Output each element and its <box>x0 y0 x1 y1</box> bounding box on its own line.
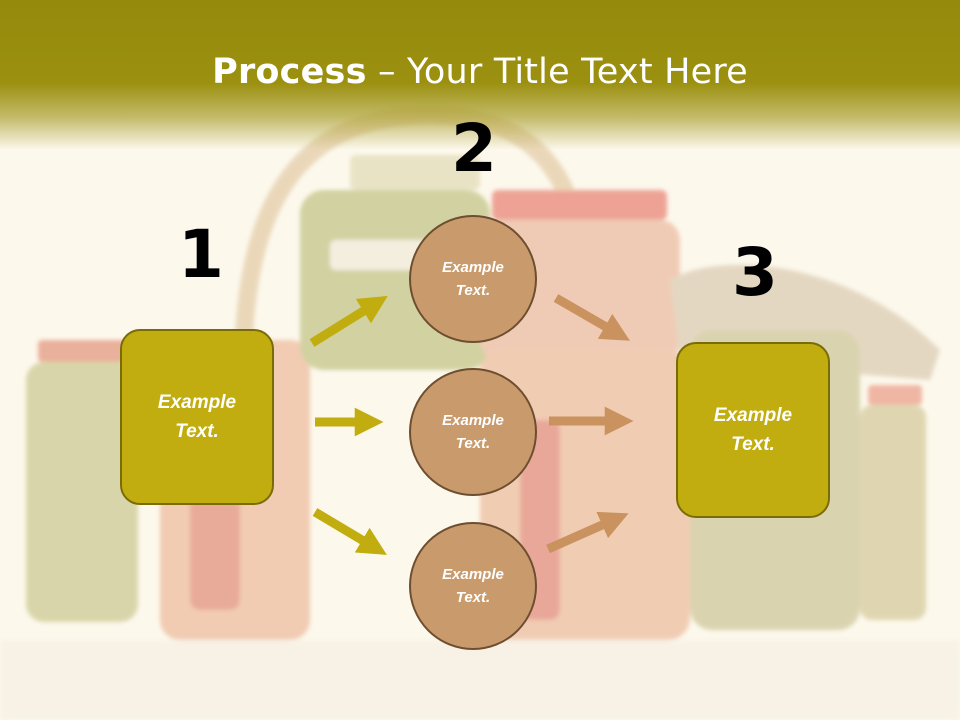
arrow-top-to-3 <box>553 294 630 341</box>
title-bar <box>0 0 960 150</box>
step-number-1: 1 <box>178 216 224 293</box>
step-number-2: 2 <box>451 110 497 187</box>
step-2-circle-top: Example Text. <box>409 215 537 343</box>
title-bold: Process <box>212 52 367 92</box>
step-2-circle-middle: Example Text. <box>409 368 537 496</box>
slide-title: Process – Your Title Text Here <box>0 52 960 92</box>
step-1-label: Example Text. <box>157 392 237 442</box>
step-3-label: Example Text. <box>713 405 793 455</box>
arrow-bottom-to-3 <box>546 511 629 554</box>
step-number-3: 3 <box>732 234 778 311</box>
arrow-1-to-top <box>309 295 388 347</box>
step-3-box: Example Text. <box>676 342 830 518</box>
arrow-1-to-bottom <box>312 508 387 555</box>
title-rest: – Your Title Text Here <box>366 52 748 92</box>
circle-bottom-label: Example Text. <box>442 566 504 606</box>
circle-middle-label: Example Text. <box>442 412 504 452</box>
circle-top-label: Example Text. <box>442 259 504 299</box>
step-1-box: Example Text. <box>120 329 274 505</box>
step-2-circle-bottom: Example Text. <box>409 522 537 650</box>
